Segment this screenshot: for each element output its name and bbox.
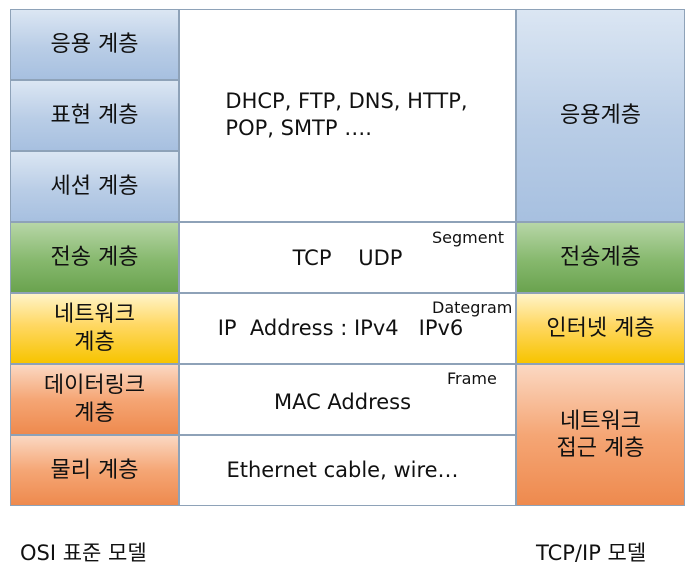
tcpip-network-access-layer: 네트워크 접근 계층 [516,364,685,506]
tcpip-layer-label: 네트워크 접근 계층 [556,408,645,462]
application-protocols-cell: DHCP, FTP, DNS, HTTP, POP, SMTP …. [179,9,516,222]
osi-session-layer: 세션 계층 [10,151,179,222]
tcpip-layer-label: 전송계층 [560,244,641,270]
tcpip-layer-label: 응용계층 [560,102,641,128]
osi-physical-layer: 물리 계층 [10,435,179,506]
tcpip-model-caption: TCP/IP 모델 [536,541,647,565]
osi-datalink-layer: 데이터링크 계층 [10,364,179,435]
datalink-protocols-cell: MAC Address [179,364,516,435]
data-unit-frame: Frame [447,369,497,388]
network-protocols-text: IP Address : IPv4 IPv6 [217,316,464,341]
datalink-protocols-text: MAC Address [273,390,412,415]
osi-presentation-layer: 표현 계층 [10,80,179,151]
osi-layer-label: 전송 계층 [50,244,139,270]
data-unit-datagram: Dategram [432,298,513,317]
application-protocols-text: DHCP, FTP, DNS, HTTP, POP, SMTP …. [225,89,468,140]
osi-layer-label: 세션 계층 [50,173,139,199]
osi-layer-label: 네트워크 계층 [54,302,135,355]
osi-layer-label: 응용 계층 [50,31,139,57]
osi-network-layer: 네트워크 계층 [10,293,179,364]
transport-protocols-text: TCP UDP [292,246,403,271]
network-protocols-cell: IP Address : IPv4 IPv6 [179,293,516,364]
transport-protocols-cell: TCP UDP [179,222,516,293]
tcpip-internet-layer: 인터넷 계층 [516,293,685,364]
osi-model-caption: OSI 표준 모델 [20,541,147,565]
osi-layer-label: 물리 계층 [50,457,139,483]
data-unit-segment: Segment [432,228,504,247]
osi-application-layer: 응용 계층 [10,9,179,80]
osi-layer-label: 데이터링크 계층 [43,373,146,426]
osi-transport-layer: 전송 계층 [10,222,179,293]
tcpip-application-layer: 응용계층 [516,9,685,222]
tcpip-transport-layer: 전송계층 [516,222,685,293]
osi-layer-label: 표현 계층 [50,102,139,128]
physical-protocols-text: Ethernet cable, wire… [226,458,459,483]
tcpip-layer-label: 인터넷 계층 [546,315,655,341]
physical-protocols-cell: Ethernet cable, wire… [179,435,516,506]
